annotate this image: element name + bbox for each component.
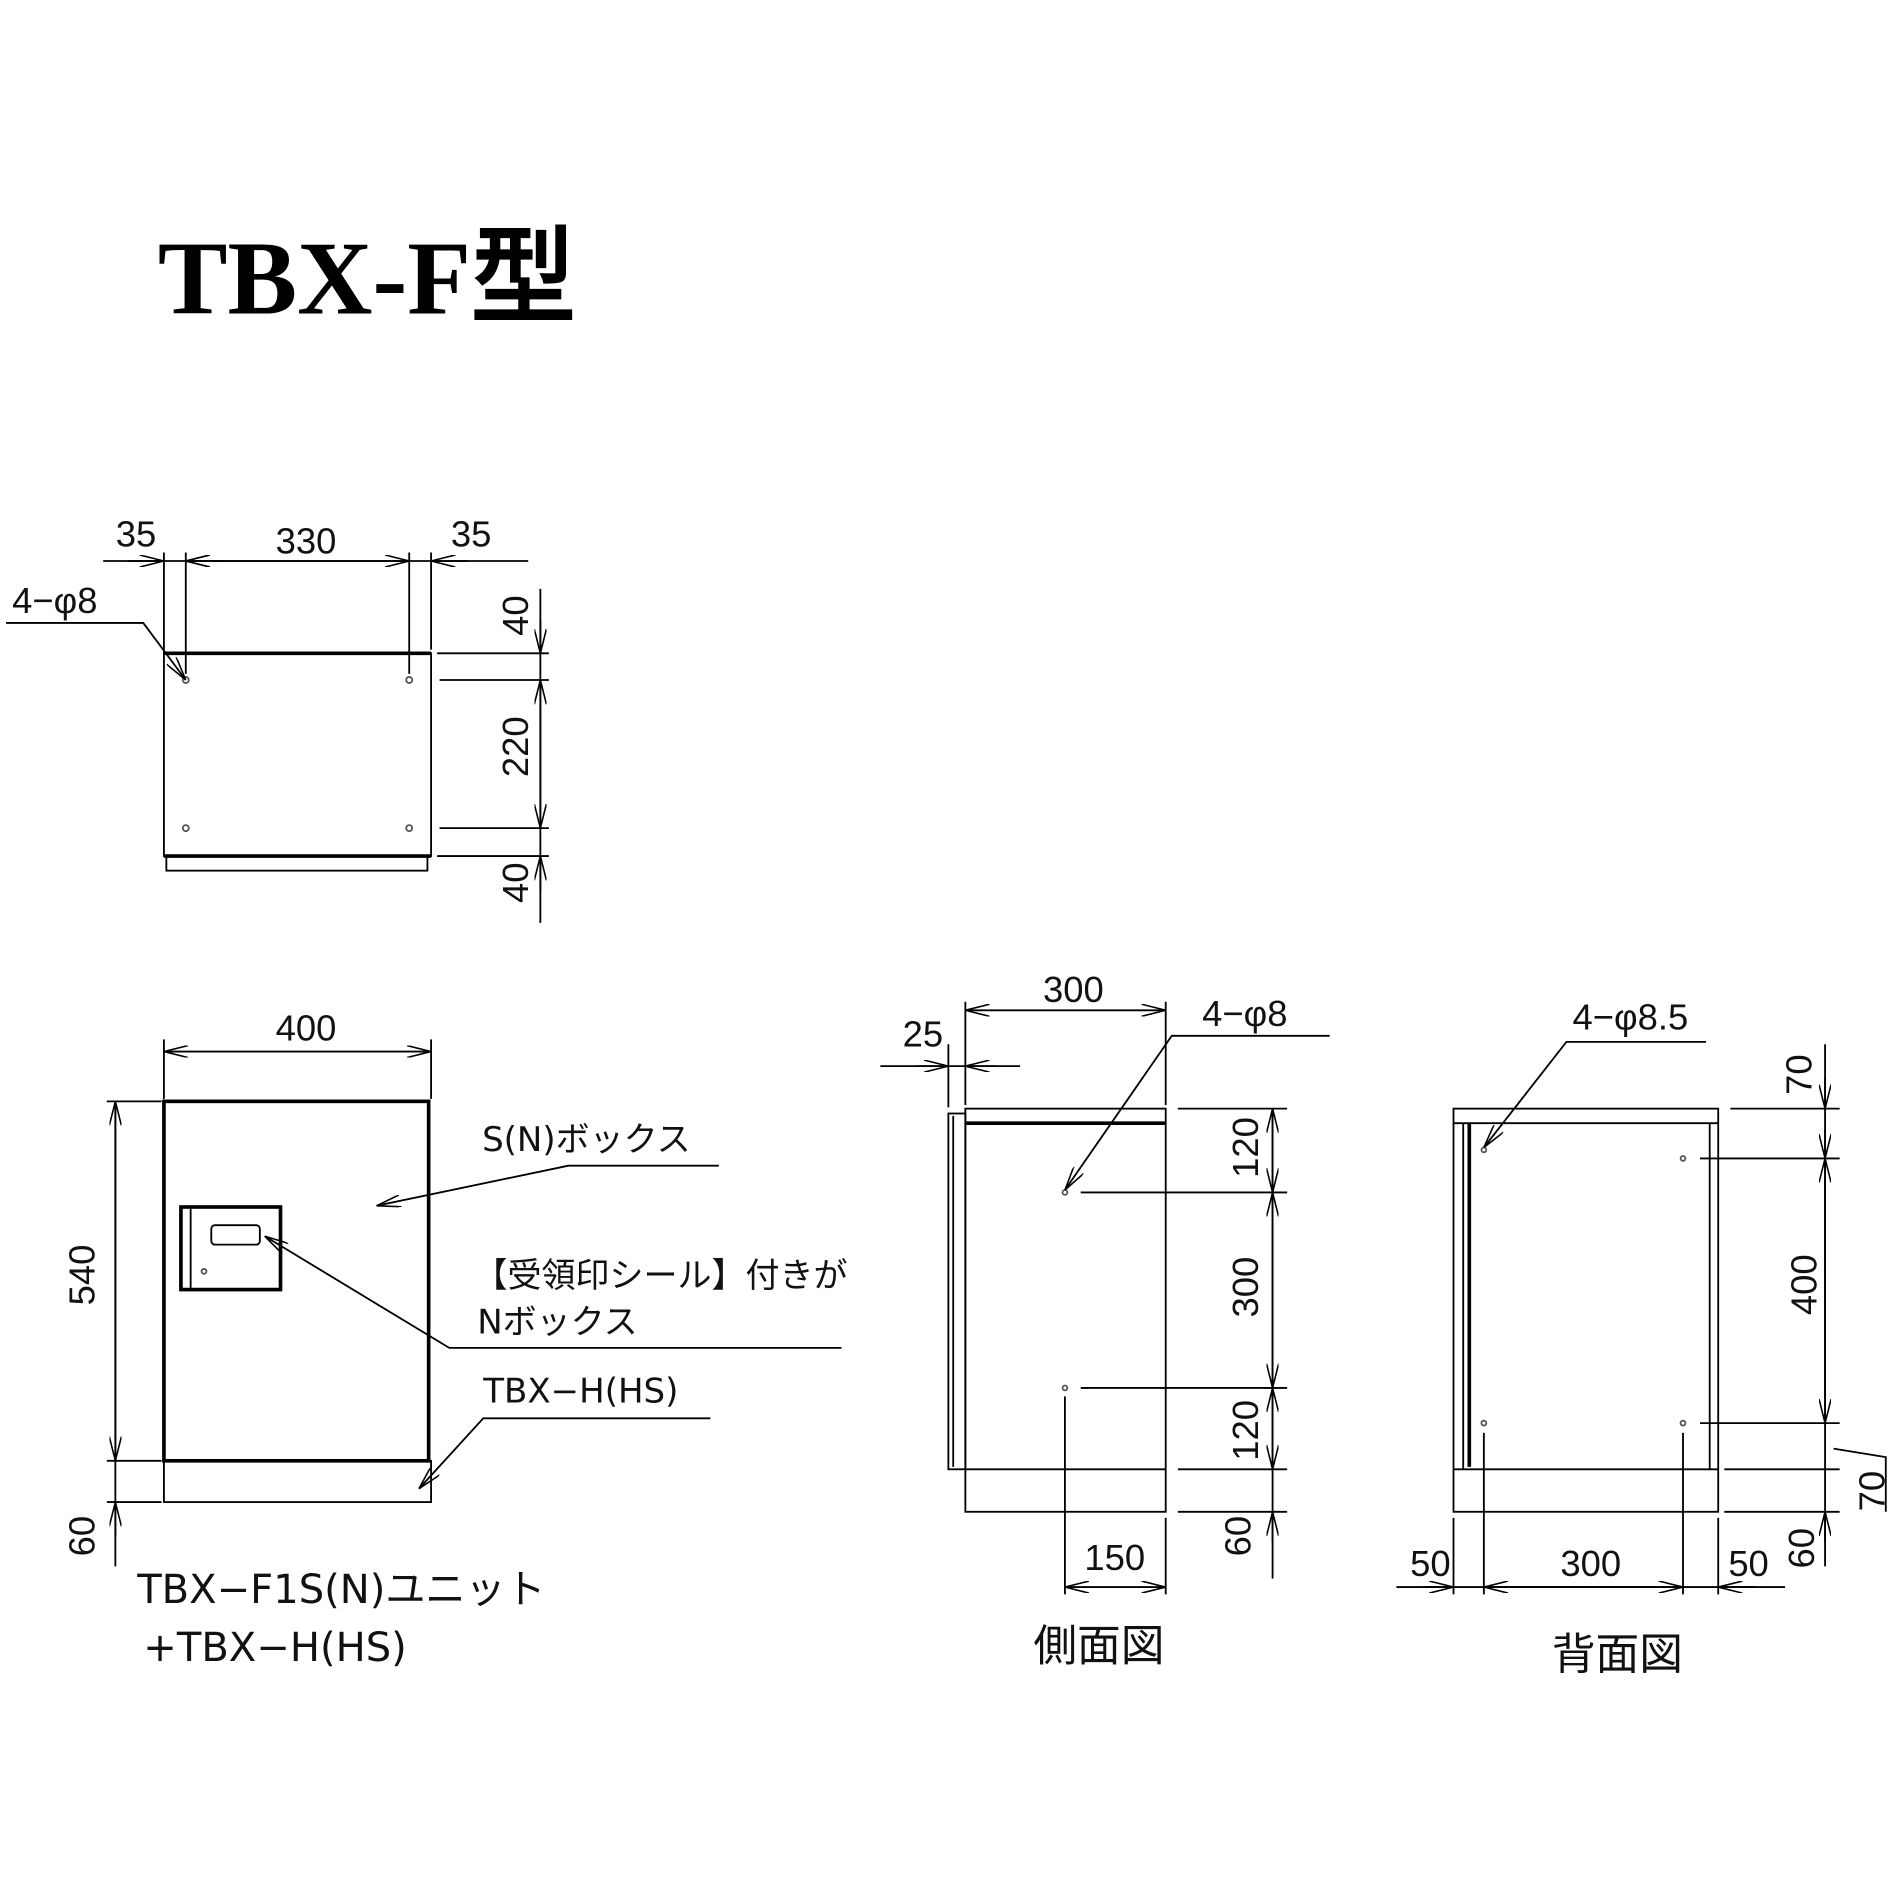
dim-base: 60 — [62, 1516, 103, 1557]
caption-model: TBX−F1S(N)ユニット — [136, 1567, 545, 1613]
mount-hole — [1679, 1155, 1687, 1162]
mount-hole — [1679, 1419, 1687, 1427]
hole-note: 4−φ8.5 — [1573, 997, 1689, 1038]
callout-base: TBX−H(HS) — [482, 1372, 678, 1412]
dim-hole-width: 300 — [1560, 1543, 1621, 1584]
callout-seal: 【受領印シール】付きが — [474, 1256, 848, 1296]
base-stand — [163, 1459, 432, 1503]
hole-note: 4−φ8 — [1202, 993, 1287, 1034]
dim-width: 400 — [276, 1008, 337, 1049]
seal-label — [210, 1224, 261, 1246]
dim-bottom: 120 — [1225, 1400, 1266, 1461]
dim-door: 25 — [903, 1014, 944, 1055]
caption-side: 側面図 — [1033, 1621, 1164, 1672]
top-view: 35 330 35 4−φ8 40 220 40 — [6, 513, 549, 923]
dim-bottom: 40 — [495, 863, 536, 904]
dim-top: 120 — [1225, 1117, 1266, 1178]
dimension-lines — [6, 552, 549, 923]
caption-model-2: +TBX−H(HS) — [143, 1625, 406, 1671]
top-view-body — [163, 652, 432, 857]
callout-seal-2: Nボックス — [477, 1302, 637, 1342]
dim-bottom: 70 — [1852, 1471, 1893, 1512]
mount-hole — [1480, 1146, 1488, 1154]
dimension-lines — [880, 1001, 1330, 1595]
n-box-panel — [179, 1205, 283, 1292]
dim-hole-offset: 150 — [1084, 1537, 1145, 1578]
dim-middle: 220 — [495, 716, 536, 777]
dim-base: 60 — [1781, 1528, 1822, 1569]
lock-dot — [200, 1268, 208, 1275]
dim-top: 40 — [495, 595, 536, 636]
mount-hole — [181, 824, 190, 833]
mount-hole — [1061, 1189, 1069, 1196]
mount-hole — [1480, 1419, 1488, 1427]
dim-right-margin: 35 — [451, 513, 491, 554]
back-body — [1452, 1107, 1720, 1513]
dim-hole-span: 300 — [1225, 1257, 1266, 1318]
mailbox-body — [162, 1099, 431, 1463]
base-strip — [165, 855, 429, 872]
caption-back: 背面図 — [1552, 1630, 1683, 1681]
front-view: 400 540 60 S(N)ボックス 【受領印シール】付きが Nボックス TB… — [62, 1008, 848, 1672]
dim-depth: 300 — [1043, 969, 1104, 1010]
page-title: TBX-F型 — [158, 220, 576, 336]
dim-height: 540 — [62, 1245, 103, 1306]
dimension-lines — [1396, 1040, 1887, 1595]
mount-hole — [405, 676, 414, 684]
dim-base: 60 — [1218, 1516, 1259, 1557]
mount-hole — [1061, 1384, 1069, 1392]
dim-hole-span: 330 — [276, 521, 337, 562]
mount-hole — [405, 824, 414, 833]
dim-hole-span: 400 — [1784, 1254, 1825, 1315]
dim-right-margin: 50 — [1728, 1543, 1768, 1584]
back-view: 4−φ8.5 70 400 70 60 50 300 50 背面図 — [1396, 997, 1893, 1681]
dim-left-margin: 35 — [116, 513, 157, 554]
dim-left-margin: 50 — [1410, 1543, 1450, 1584]
dim-top: 70 — [1779, 1054, 1820, 1095]
side-view: 300 25 4−φ8 120 300 120 60 150 側面図 — [880, 969, 1330, 1672]
door-edge — [947, 1112, 967, 1471]
dimension-lines — [106, 1039, 842, 1567]
callout-box: S(N)ボックス — [482, 1120, 691, 1160]
hole-note: 4−φ8 — [12, 580, 97, 621]
